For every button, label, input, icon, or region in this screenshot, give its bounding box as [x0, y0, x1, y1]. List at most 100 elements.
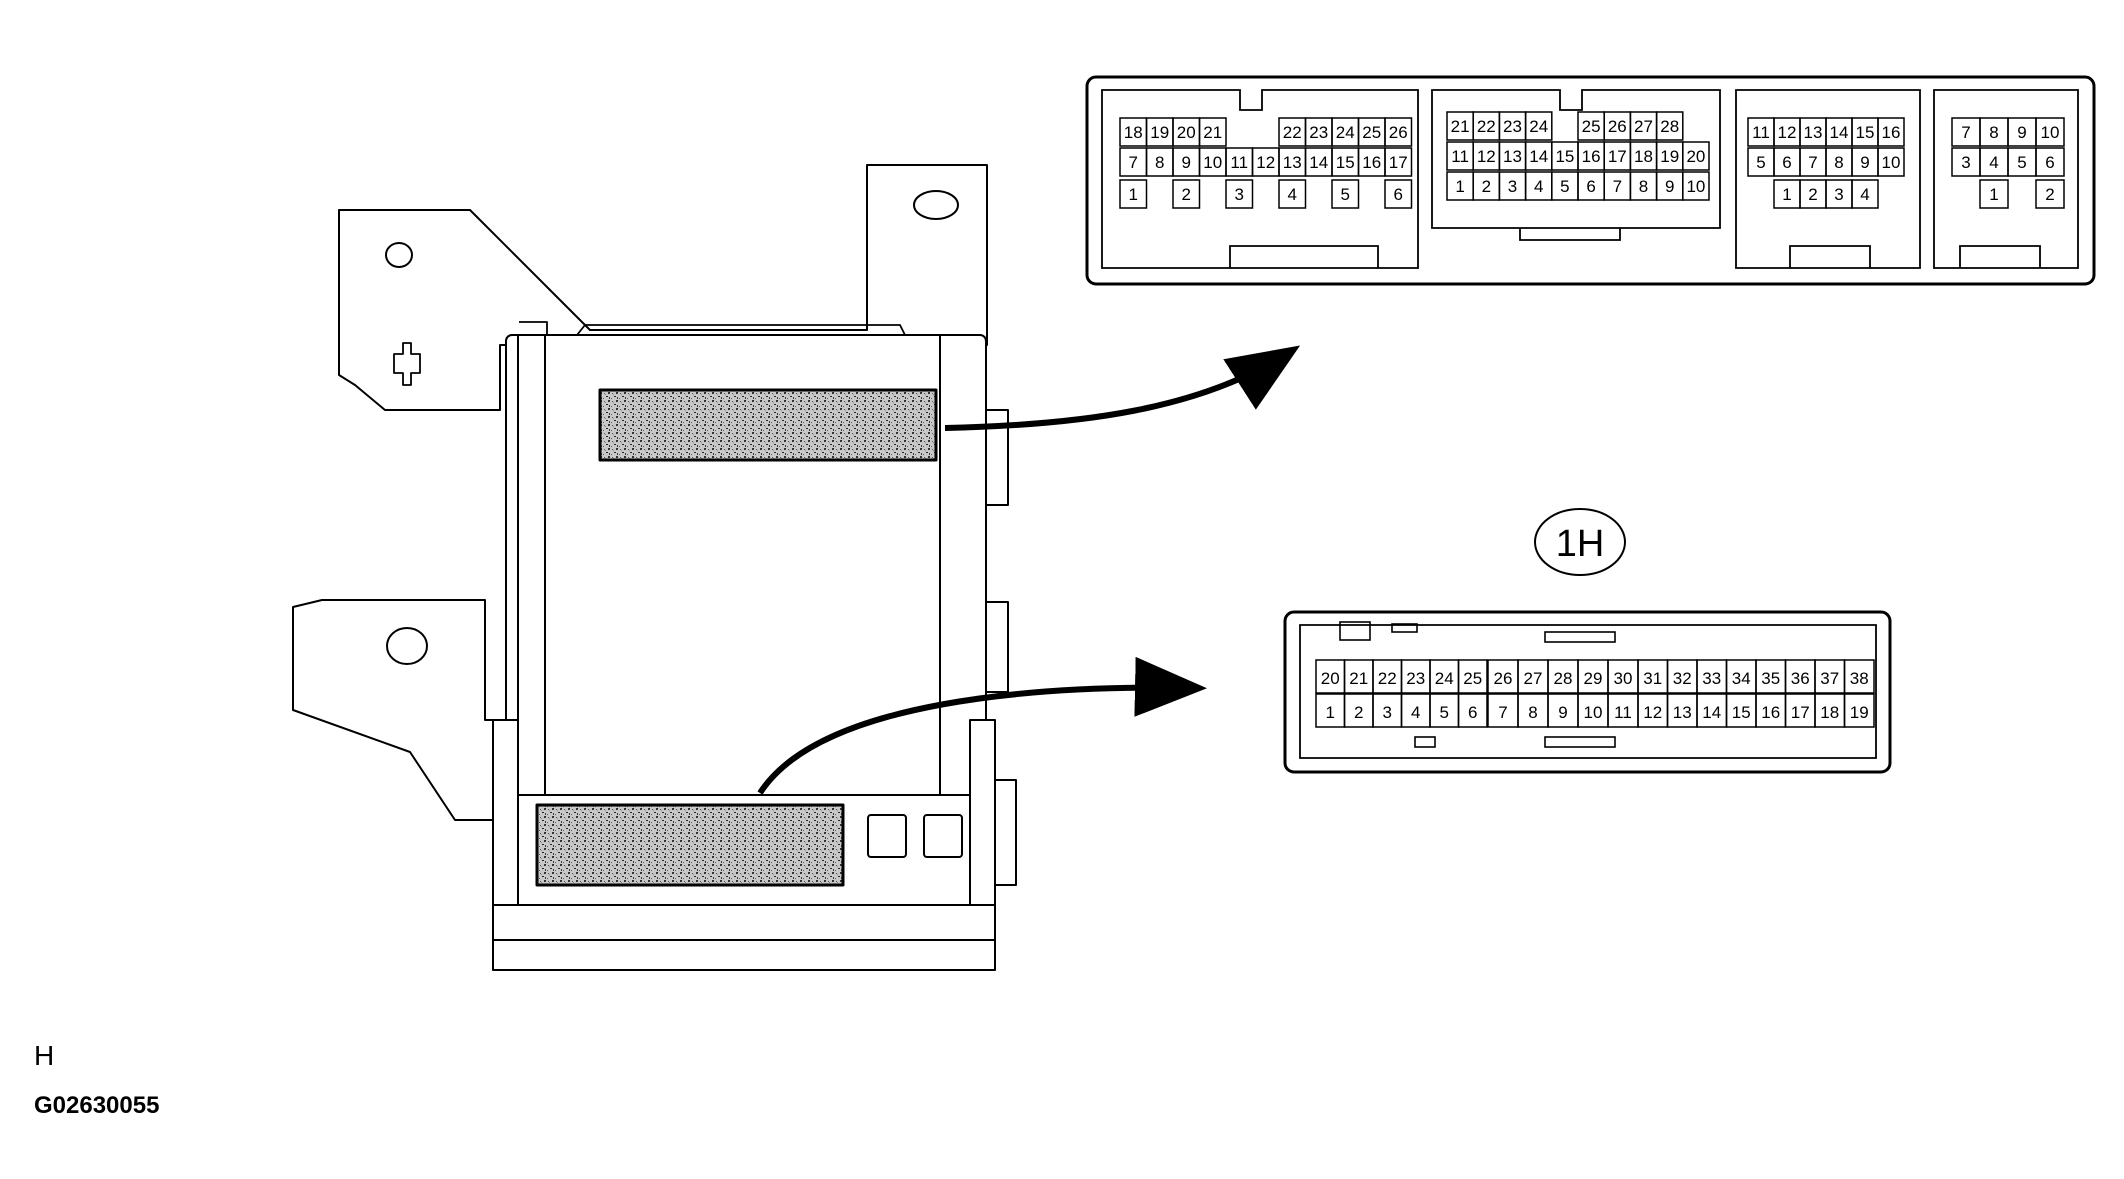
pin-cell [1877, 117, 1905, 147]
pin-number: 14 [1830, 123, 1849, 142]
lower-connector-socket [535, 803, 845, 887]
pin-number: 38 [1850, 669, 1869, 688]
pin-number: 22 [1477, 117, 1496, 136]
pin-number: 13 [1283, 153, 1302, 172]
pin-number: 12 [1778, 123, 1797, 142]
pin-number: 15 [1732, 703, 1751, 722]
pin-number: 37 [1820, 669, 1839, 688]
arrow-to-upper-connector [944, 345, 1301, 431]
pin-number: 15 [1555, 147, 1574, 166]
lower-connector-outline [1283, 610, 1892, 774]
connector-label-text: 1H [1556, 523, 1605, 565]
pin-number: 16 [1882, 123, 1901, 142]
pin-number: 1 [1455, 177, 1464, 196]
pin-number: 1 [1326, 703, 1335, 722]
pin-number: 26 [1494, 669, 1513, 688]
pin-number: 7 [1129, 153, 1138, 172]
arrow-to-lower-connector [757, 656, 1207, 795]
pin-number: 24 [1435, 669, 1454, 688]
pin-cell [1655, 111, 1684, 141]
pin-number: 18 [1124, 123, 1143, 142]
pin-number: 15 [1856, 123, 1875, 142]
pin-number: 6 [1586, 177, 1595, 196]
pin-cell [2035, 117, 2065, 147]
pin-number: 3 [1508, 177, 1517, 196]
side-tab [985, 409, 1009, 506]
pin-number: 17 [1791, 703, 1810, 722]
pin-number: 2 [2045, 185, 2054, 204]
pin-cell [1384, 179, 1413, 209]
pin-number: 20 [1321, 669, 1340, 688]
pin-number: 4 [1288, 185, 1297, 204]
pin-cell [2035, 179, 2065, 209]
pin-number: 24 [1336, 123, 1355, 142]
pin-number: 26 [1608, 117, 1627, 136]
pin-cell [1524, 111, 1553, 141]
pin-number: 21 [1349, 669, 1368, 688]
pin-number: 19 [1850, 703, 1869, 722]
pin-cell [1851, 179, 1879, 209]
pin-number: 4 [1534, 177, 1543, 196]
pin-number: 8 [1989, 123, 1998, 142]
figure-code: G02630055 [34, 1092, 160, 1119]
pin-cell [1457, 693, 1488, 728]
lower-connector-pinout [1283, 610, 1892, 774]
pin-number: 14 [1529, 147, 1548, 166]
pin-cell [2035, 147, 2065, 177]
pin-number: 29 [1584, 669, 1603, 688]
pin-number: 2 [1354, 703, 1363, 722]
pin-cell [1331, 179, 1360, 209]
pin-number: 9 [1558, 703, 1567, 722]
pin-number: 7 [1613, 177, 1622, 196]
pin-number: 30 [1614, 669, 1633, 688]
pin-cell [1225, 179, 1254, 209]
pin-number: 3 [1383, 703, 1392, 722]
pin-number: 21 [1203, 123, 1222, 142]
pin-number: 33 [1702, 669, 1721, 688]
latch-slot [1544, 631, 1616, 643]
pin-number: 13 [1804, 123, 1823, 142]
pin-number: 10 [1882, 153, 1901, 172]
pin-number: 20 [1686, 147, 1705, 166]
pin-number: 8 [1639, 177, 1648, 196]
pin-number: 13 [1673, 703, 1692, 722]
latch-slot [1544, 736, 1616, 748]
pin-number: 18 [1634, 147, 1653, 166]
pin-number: 16 [1761, 703, 1780, 722]
pin-number: 14 [1702, 703, 1721, 722]
port-square [867, 814, 907, 858]
pin-number: 2 [1182, 185, 1191, 204]
pin-number: 10 [1686, 177, 1705, 196]
pin-number: 2 [1808, 185, 1817, 204]
pin-number: 9 [2017, 123, 2026, 142]
pin-number: 16 [1582, 147, 1601, 166]
pin-cell [1877, 147, 1905, 177]
pin-number: 2 [1482, 177, 1491, 196]
pin-number: 8 [1155, 153, 1164, 172]
pin-number: 32 [1673, 669, 1692, 688]
pin-number: 7 [1808, 153, 1817, 172]
pin-number: 12 [1256, 153, 1275, 172]
pin-number: 12 [1477, 147, 1496, 166]
pin-number: 16 [1362, 153, 1381, 172]
pin-number: 19 [1660, 147, 1679, 166]
bracket-clip [393, 342, 421, 386]
pin-number: 1 [1782, 185, 1791, 204]
pin-number: 25 [1362, 123, 1381, 142]
lower-mounting-bracket [292, 599, 506, 821]
view-code: H [34, 1040, 55, 1071]
upper-connector-pinout [1085, 75, 2096, 286]
pin-number: 4 [1860, 185, 1869, 204]
pin-cell [1682, 141, 1710, 171]
latch-slot [1391, 623, 1418, 633]
pin-number: 25 [1463, 669, 1482, 688]
side-tab [985, 601, 1009, 693]
pin-number: 4 [1989, 153, 1998, 172]
latch-slot [1339, 621, 1371, 641]
pin-number: 24 [1529, 117, 1548, 136]
pin-number: 20 [1177, 123, 1196, 142]
port-square [923, 814, 963, 858]
pin-number: 22 [1283, 123, 1302, 142]
pin-cell [1457, 659, 1488, 694]
